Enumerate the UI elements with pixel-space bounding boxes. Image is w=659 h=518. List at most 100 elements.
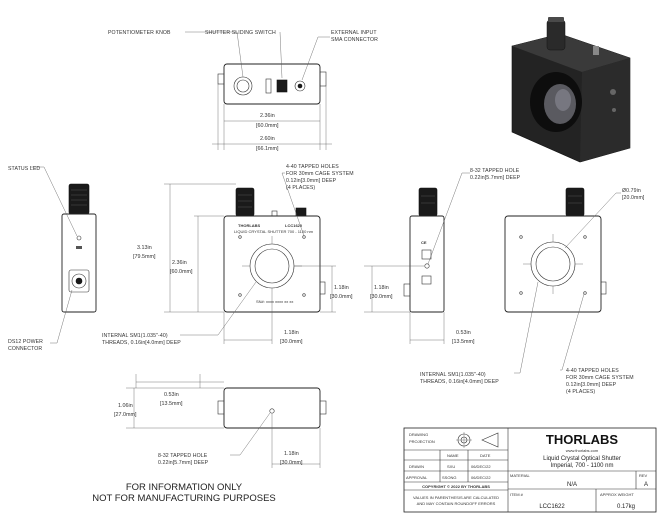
dim-height-mm: [79.5mm]: [133, 254, 156, 260]
projection-symbol-icon: [456, 432, 499, 448]
callout-cage-holes-3: 0.12in[3.0mm] DEEP: [286, 178, 337, 184]
dim-bottom-h-mm: [27.0mm]: [114, 412, 137, 418]
right-side-tapped-hole: [424, 263, 430, 269]
dim-body-h-mm: [60.0mm]: [170, 269, 193, 275]
front-subtitle: LIQUID CRYSTAL SHUTTER 700 - 1100 nm: [234, 229, 314, 234]
callout-aperture-1: Ø0.79in: [622, 188, 641, 194]
rev-label: REV: [639, 473, 648, 478]
drawing-title-1: Liquid Crystal Optical Shutter: [543, 456, 621, 462]
website: www.thorlabs.com: [566, 448, 599, 453]
product-render: [511, 17, 631, 163]
thorlabs-logo: THORLABS: [546, 432, 619, 447]
callout-tap832-1: 8-32 TAPPED HOLE: [470, 168, 520, 174]
front-model: LCC1620: [285, 223, 303, 228]
approval-name: SSONG: [442, 475, 456, 480]
callout-potentiometer-knob: POTENTIOMETER KNOB: [108, 30, 171, 36]
shutter-switch-slot: [265, 78, 272, 94]
side-body: [61, 213, 97, 313]
callout-aperture-2: [20.0mm]: [622, 195, 645, 201]
dim-center-v-mm: [30.0mm]: [330, 294, 353, 300]
approval-label: APPROVAL: [406, 475, 428, 480]
rear-aperture: [535, 246, 571, 282]
right-side-knob: [418, 187, 438, 217]
callout-bottom-tap-2: 0.22in[5.7mm] DEEP: [158, 460, 209, 466]
callout-cage-holes-1: 4-40 TAPPED HOLES: [286, 164, 339, 170]
col-name: NAME: [447, 453, 459, 458]
title-block-frame: [403, 427, 657, 513]
projection-label-1: DRAWING: [409, 432, 428, 437]
rear-knob: [565, 187, 585, 217]
front-view: THORLABS LCC1620 LIQUID CRYSTAL SHUTTER …: [102, 164, 354, 346]
side-knob: [68, 183, 90, 215]
top-view-left-boss: [217, 73, 225, 85]
callout-cage-b-3: 0.12in[3.0mm] DEEP: [566, 382, 617, 388]
svg-text:CE: CE: [421, 240, 427, 245]
callout-sm1-1: INTERNAL SM1(1.035"-40): [102, 333, 168, 339]
dim-bottom-center-mm: [30.0mm]: [280, 460, 303, 466]
callout-bottom-tap-1: 8-32 TAPPED HOLE: [158, 453, 208, 459]
render-knob: [546, 19, 566, 51]
copyright: COPYRIGHT © 2022 BY THORLABS: [422, 484, 490, 489]
dim-bottom-depth-in: 0.53in: [164, 392, 179, 398]
rear-body: [504, 215, 602, 313]
dim-side-center-in: 1.18in: [374, 285, 389, 291]
title-block: DRAWING PROJECTION NAME DATE DRAWN SXU 0…: [403, 427, 657, 513]
callout-sm1b-1: INTERNAL SM1(1.035"-40): [420, 372, 486, 378]
front-knob: [235, 187, 255, 217]
manufacturing-notice: FOR INFORMATION ONLY NOT FOR MANUFACTURI…: [92, 482, 276, 504]
dim-top-width-in: 2.36in: [260, 113, 275, 119]
dim-center-h-mm: [30.0mm]: [280, 339, 303, 345]
dim-center-h-in: 1.18in: [284, 330, 299, 336]
dim-center-v-in: 1.18in: [334, 285, 349, 291]
weight-value: 0.17kg: [617, 504, 635, 510]
dim-top-overall-in: 2.60in: [260, 136, 275, 142]
top-view-right-boss: [319, 71, 327, 87]
dim-body-h-in: 2.36in: [172, 260, 187, 266]
item-value: LCC1622: [539, 504, 565, 510]
dim-top-width-mm: [60.0mm]: [256, 123, 279, 129]
front-serial: SN#: xxxx xxxx xx xx: [256, 299, 293, 304]
callout-sma-connector: SMA CONNECTOR: [331, 37, 378, 43]
material-value: N/A: [567, 482, 577, 488]
sma-connector-pin: [297, 83, 303, 89]
callout-shutter-switch: SHUTTER SLIDING SWITCH: [205, 30, 276, 36]
dim-height-in: 3.13in: [137, 245, 152, 251]
dim-bottom-h-in: 1.06in: [118, 403, 133, 409]
bottom-view: 8-32 TAPPED HOLE 0.22in[5.7mm] DEEP 1.06…: [114, 374, 327, 468]
projection-label-2: PROJECTION: [409, 439, 435, 444]
shutter-switch-body: [276, 79, 288, 93]
callout-sm1-2: THREADS, 0.16in[4.0mm] DEEP: [102, 340, 181, 346]
potentiometer-knob-inner: [236, 79, 250, 93]
dim-side-center-mm: [30.0mm]: [370, 294, 393, 300]
sma-connector-top: [294, 80, 306, 92]
drawing-title-2: Imperial, 700 - 1100 nm: [551, 463, 614, 469]
callout-cage-holes-2: FOR 30mm CAGE SYSTEM: [286, 171, 354, 177]
callout-tap832-2: 0.22in[5.7mm] DEEP: [470, 175, 521, 181]
callout-sm1b-2: THREADS, 0.16in[4.0mm] DEEP: [420, 379, 499, 385]
left-side-view: STATUS LED DS12 POWER CONNECTOR: [8, 166, 97, 352]
dim-top-overall-mm: [66.1mm]: [256, 146, 279, 152]
approval-date: 06/DEC/22: [471, 475, 491, 480]
front-sma: [295, 207, 307, 217]
top-view: POTENTIOMETER KNOB SHUTTER SLIDING SWITC…: [108, 30, 378, 152]
notice-line-1: FOR INFORMATION ONLY: [126, 482, 243, 493]
right-side-view: CE 8-32 TAPPED HOLE 0.22in[5.7mm] DEEP 1…: [364, 168, 521, 345]
front-sm1-inner: [254, 248, 290, 284]
drawn-name: SXU: [447, 464, 455, 469]
callout-ds12-2: CONNECTOR: [8, 346, 42, 352]
bottom-tapped-hole: [269, 408, 275, 414]
rear-view: Ø0.79in [20.0mm] INTERNAL SM1(1.035"-40)…: [420, 187, 645, 395]
weight-label: APPROX WEIGHT: [600, 492, 634, 497]
callout-ds12-1: DS12 POWER: [8, 339, 43, 345]
col-date: DATE: [480, 453, 491, 458]
rev-value: A: [644, 482, 648, 488]
drawn-label: DRAWN: [409, 464, 424, 469]
material-label: MATERIAL: [510, 473, 530, 478]
status-led: [76, 235, 82, 241]
note-1: VALUES IN PARENTHESIS ARE CALCULATED: [413, 495, 499, 500]
callout-external-input: EXTERNAL INPUT: [331, 30, 377, 36]
drawn-date: 06/DEC/22: [471, 464, 491, 469]
notice-line-2: NOT FOR MANUFACTURING PURPOSES: [92, 493, 276, 504]
dim-bottom-depth-mm: [13.5mm]: [160, 401, 183, 407]
